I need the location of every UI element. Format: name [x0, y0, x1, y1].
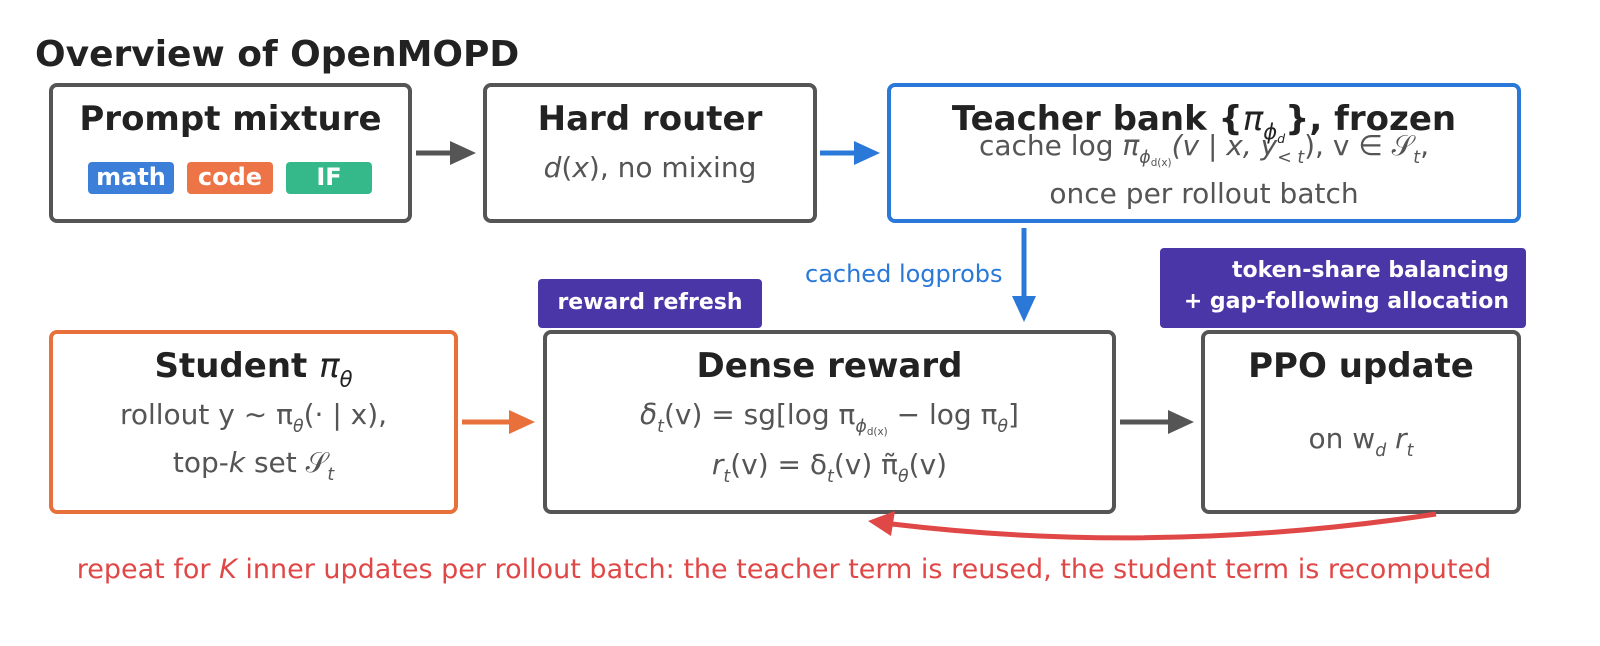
hard-router-rule: d(x), no mixing — [543, 151, 757, 184]
tag-if: IF — [286, 162, 372, 194]
arrow-reward-to-ppo — [1120, 410, 1194, 434]
balancing-badge: token-share balancing + gap-following al… — [1160, 248, 1526, 328]
reward-refresh-badge: reward refresh — [538, 279, 762, 328]
arrow-prompt-to-router — [416, 141, 476, 165]
teacher-bank-line1: cache log πϕd(x)(v | x, y< t), v ∈ 𝒮t, — [978, 129, 1430, 169]
tag-code: code — [187, 162, 273, 194]
footer-note: repeat for K inner updates per rollout b… — [76, 554, 1492, 585]
tag-math: math — [88, 162, 174, 194]
student-box: Student πθ rollout y ∼ πθ(· | x), top-k … — [49, 330, 458, 514]
hard-router-title: Hard router — [537, 99, 763, 139]
teacher-bank-box: Teacher bank {πϕd}, frozen cache log πϕd… — [887, 83, 1521, 223]
teacher-bank-line2: once per rollout batch — [1049, 177, 1359, 210]
teacher-bank-title: Teacher bank {πϕd}, frozen — [951, 99, 1457, 147]
hard-router-box: Hard router d(x), no mixing — [483, 83, 817, 223]
dense-reward-r-formula: rt(v) = δt(v) π̃θ(v) — [711, 448, 948, 487]
dense-reward-box: Dense reward δt(v) = sg[log πϕd(x) − log… — [543, 330, 1116, 514]
prompt-mixture-title: Prompt mixture — [79, 99, 382, 139]
ppo-update-weight: on wd rt — [1308, 422, 1414, 461]
diagram-title: Overview of OpenMOPD — [35, 34, 520, 75]
cached-logprobs-label: cached logprobs — [805, 260, 1003, 288]
dense-reward-title: Dense reward — [696, 346, 963, 386]
arrow-teacher-to-reward — [1012, 228, 1036, 322]
balancing-badge-line2: + gap-following allocation — [1183, 289, 1509, 314]
arrow-ppo-to-reward-loop — [868, 511, 1437, 541]
balancing-badge-line1: token-share balancing — [1231, 258, 1509, 283]
dense-reward-delta-formula: δt(v) = sg[log πϕd(x) − log πθ] — [640, 398, 1019, 438]
arrow-student-to-reward — [462, 410, 535, 434]
ppo-update-box: PPO update on wd rt — [1201, 330, 1521, 514]
student-title: Student πθ — [154, 346, 353, 392]
prompt-mixture-box: Prompt mixture math code IF — [49, 83, 412, 223]
student-topk-line: top-k set 𝒮t — [172, 446, 335, 485]
student-rollout-line: rollout y ∼ πθ(· | x), — [119, 398, 388, 437]
ppo-update-title: PPO update — [1248, 346, 1474, 386]
arrow-router-to-teacher — [820, 141, 880, 165]
